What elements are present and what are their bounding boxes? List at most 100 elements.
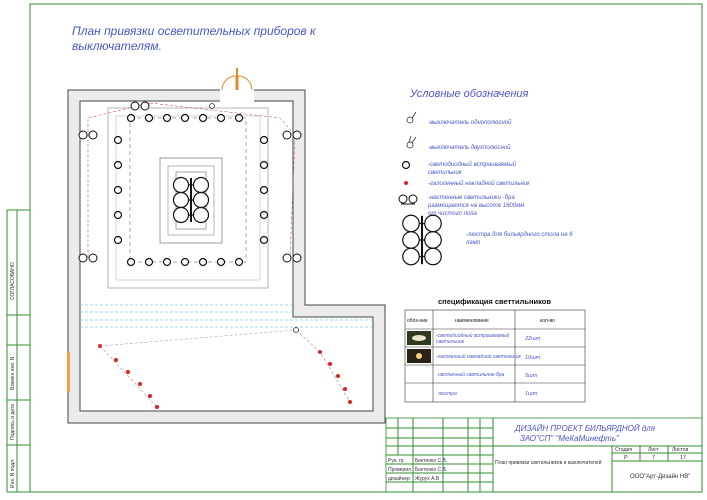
company-name: ООО"Арт-Дизайн НВ": [630, 473, 690, 480]
wall-sconce: [78, 130, 88, 140]
fixtures-layer: [78, 101, 352, 409]
chandelier: [172, 206, 190, 224]
spec-row-1-name-a: -светодиодный встраиваемый: [436, 332, 510, 339]
sheet-frame: [29, 3, 703, 493]
legend-item-5a: -настенные светильники -бра: [428, 195, 515, 201]
wall-sconce: [282, 253, 292, 263]
wall-sconce: [292, 253, 302, 263]
led-downlight: [126, 257, 136, 267]
person-1-name: Бектенко С.В.: [415, 458, 447, 464]
chandelier: [192, 176, 210, 194]
legend-item-4: -галогенный накладной светильник: [428, 180, 531, 187]
person-1-role: Рук. гр.: [388, 458, 405, 464]
legend-item-3a: -светодиодный встраиваемый: [428, 161, 517, 168]
legend-item-6a: -люстра для бильярдного стола на 6: [466, 232, 573, 238]
sheets-value: 17: [680, 455, 686, 461]
chandelier: [172, 176, 190, 194]
inv-replace-label: Взамен инв. N: [10, 356, 16, 390]
legend-item-2: -выключатель двухполюсной: [428, 144, 511, 151]
chandelier: [192, 191, 210, 209]
spec-table: спецификация светтильников обоз-ние наим…: [404, 297, 586, 403]
wall-sconce: [140, 101, 150, 111]
wall-sconce: [282, 130, 292, 140]
spec-row-1-qty: 22шт: [524, 336, 541, 342]
halogen-light: [336, 374, 340, 378]
spec-row-3-qty: 5шт: [525, 373, 538, 379]
stage-value: Р: [624, 455, 628, 461]
project-title-line2: ЗАО"СП" "МеКаМинефть": [520, 434, 620, 443]
led-downlight: [234, 113, 244, 123]
led-downlight: [198, 113, 208, 123]
led-downlight: [259, 210, 269, 220]
chandelier-legend: [402, 247, 420, 266]
wall-sconce: [88, 130, 98, 140]
led-downlight: [113, 210, 123, 220]
halogen-light: [343, 387, 347, 391]
led-downlight: [216, 113, 226, 123]
halogen-wiring: [295, 329, 351, 403]
left-strip: СОГЛАСОВАНО Взамен инв. N Подпись и дата…: [6, 209, 30, 493]
legend-item-5c: от чистого пола: [428, 211, 477, 217]
legend-item-1: -выключатель однополюсной: [428, 119, 512, 126]
chandelier-legend: [402, 214, 420, 233]
led-downlight: [259, 160, 269, 170]
legend-item-6b: ламп: [465, 240, 481, 246]
led-downlight: [180, 257, 190, 267]
legend-item-3b: светильник: [428, 170, 463, 176]
legend-item-5b: размещаются на высоте 1600мм: [427, 203, 524, 209]
spec-header-symbol: обоз-ние: [407, 318, 428, 324]
spec-row-4-qty: 1шт: [525, 391, 538, 397]
double-switch-icon: [406, 135, 417, 149]
person-3-role: дизайнер: [388, 475, 410, 482]
wall-sconce: [292, 130, 302, 140]
sheet-title: План привязки светильников и выключателе…: [495, 459, 602, 466]
wall-sconce: [130, 101, 140, 111]
person-3-name: Журух А.В: [415, 476, 440, 482]
project-title-line1: ДИЗАЙН ПРОЕКТ БИЛЬЯРДНОЙ для: [514, 424, 656, 433]
led-downlight: [113, 185, 123, 195]
wall-sconce: [88, 253, 98, 263]
halogen-icon: [404, 181, 408, 185]
led-downlight: [162, 113, 172, 123]
spec-row-2-qty: 10шт: [525, 355, 541, 361]
spec-header-qty: кол-во: [540, 318, 555, 324]
led-downlight: [259, 185, 269, 195]
switch: [209, 103, 215, 109]
halogen-light: [126, 370, 130, 374]
spec-row-4-name: люстра: [437, 391, 457, 397]
led-downlight: [113, 135, 123, 145]
wall-sconce: [78, 253, 88, 263]
sign-date-label: Подпись и дата: [10, 404, 16, 440]
led-downlight: [180, 113, 190, 123]
led-downlight: [113, 160, 123, 170]
chandelier: [172, 191, 190, 209]
single-switch-icon: [406, 111, 417, 124]
led-downlight: [162, 257, 172, 267]
spec-title: спецификация светтильников: [438, 297, 551, 306]
spec-row-2-name: -галогенный накладной светильник: [436, 353, 522, 360]
person-2-role: Проверил: [388, 467, 411, 473]
agreed-label: СОГЛАСОВАНО: [10, 262, 16, 300]
title-block: ДИЗАЙН ПРОЕКТ БИЛЬЯРДНОЙ для ЗАО"СП" "Ме…: [385, 417, 703, 493]
led-downlight: [144, 257, 154, 267]
led-downlight: [259, 235, 269, 245]
led-downlight: [234, 257, 244, 267]
halogen-light: [148, 394, 152, 398]
halogen-wiring: [99, 345, 158, 408]
wall-sconce-icon: [398, 194, 418, 205]
spec-row-3-name: настенный светильник-бра: [438, 371, 505, 378]
person-2-name: Бектенко С.В.: [415, 467, 447, 473]
halogen-light: [328, 362, 332, 366]
switch-wiring: [99, 329, 297, 347]
floor-plan: [67, 68, 386, 424]
legend: Условные обозначения -выключатель однопо…: [398, 88, 573, 266]
sheets-label: Листов: [672, 447, 689, 453]
chandelier-icon: [402, 214, 442, 266]
inv-orig-label: Инв. N подл.: [10, 459, 16, 488]
spec-header-name: наименование: [455, 318, 489, 324]
led-downlight-icon: [401, 160, 411, 170]
halogen-light: [138, 382, 142, 386]
led-downlight: [113, 235, 123, 245]
plan-title-line1: План привязки осветительных приборов к: [72, 24, 317, 38]
chandelier-legend: [424, 231, 442, 249]
